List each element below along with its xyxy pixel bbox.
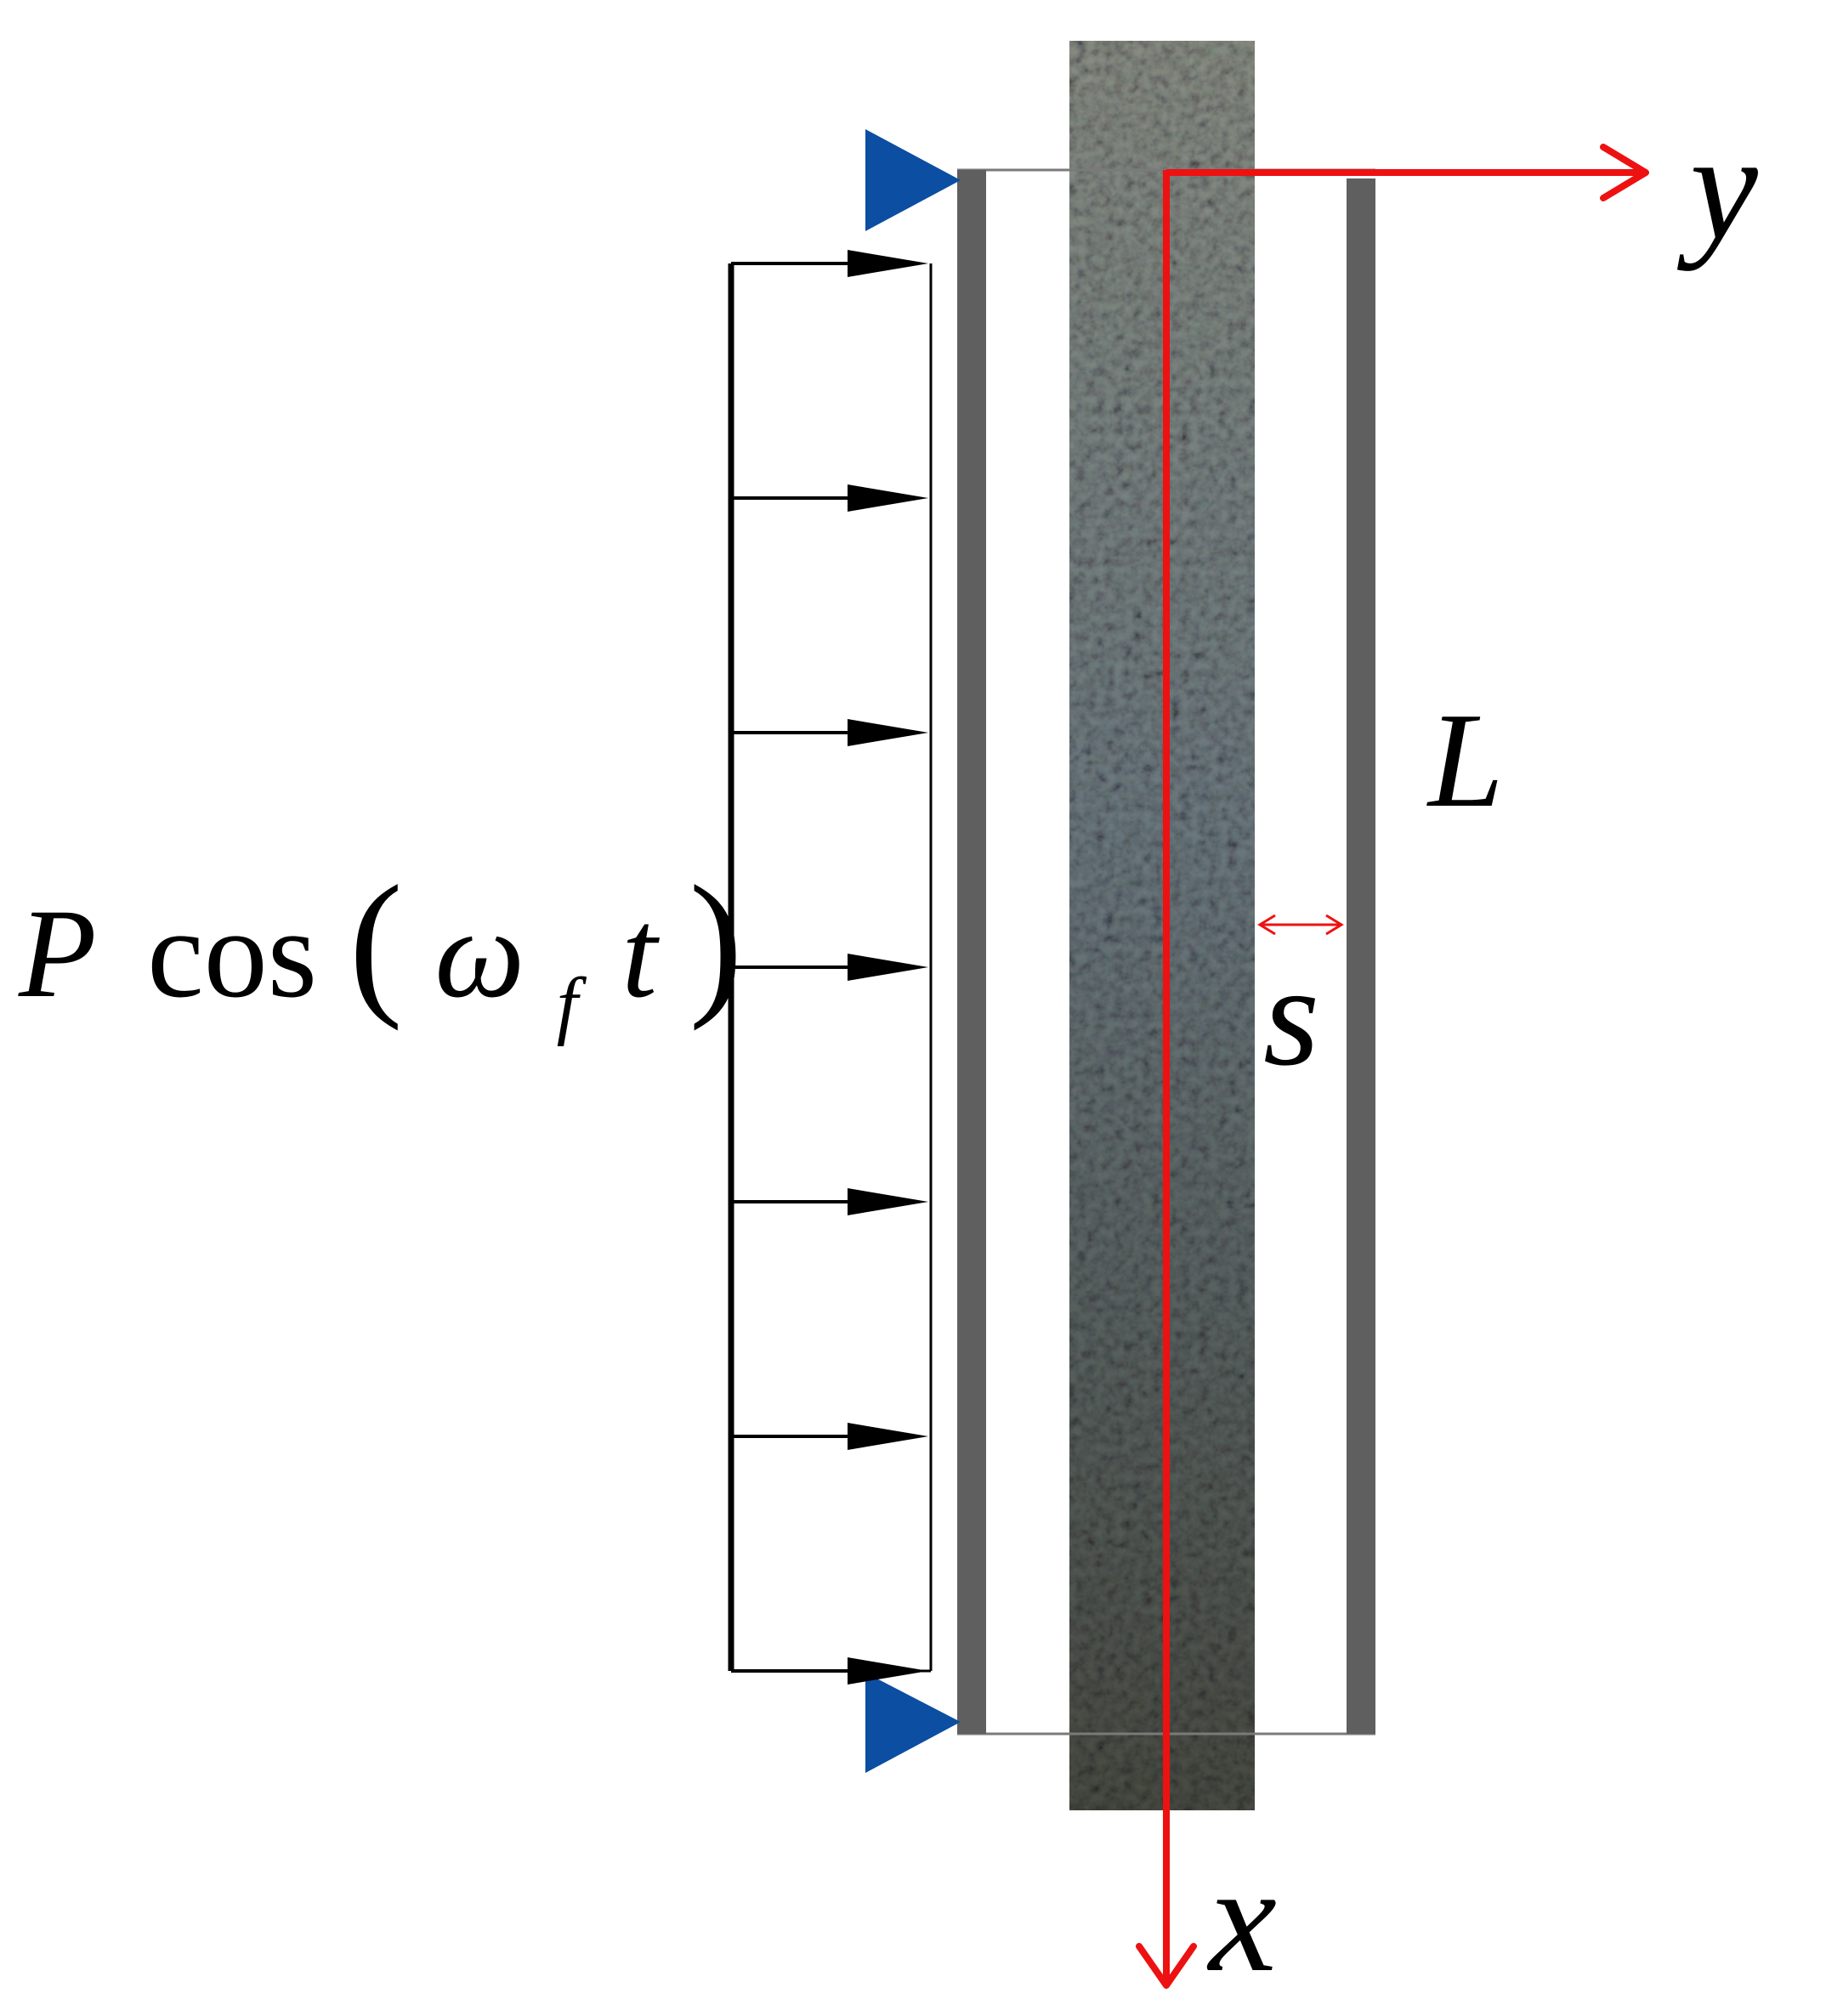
load-arrow-icon [731,484,928,512]
load-expression: P cos ( ω f t ) [18,853,743,1058]
housing [957,168,1375,1736]
load-amplitude-label: P [18,883,97,1024]
y-axis-arrowhead-icon [1600,144,1649,201]
load-arrow-icon [731,954,928,981]
load-omega-label: ω [434,883,525,1024]
housing-left-wall [957,170,986,1734]
support-triangle-bottom-icon [865,1673,961,1773]
gap-marker [1257,914,1344,936]
load-cos-label: cos [147,883,317,1024]
distributed-load [728,250,933,1685]
length-label: L [1426,684,1504,835]
load-arrows [731,250,928,1685]
load-right-paren: ) [689,853,743,1032]
coordinate-axes [1136,144,1649,1989]
gap-arrowhead-left-icon [1257,914,1276,936]
rod-body [1069,41,1255,1810]
load-arrow-icon [731,1188,928,1215]
load-arrow-icon [731,719,928,746]
supports [865,129,961,1773]
gap-arrowhead-right-icon [1325,914,1344,936]
load-left-paren: ( [349,853,403,1032]
load-frequency-subscript: f [557,963,587,1047]
housing-right-wall [1347,178,1375,1734]
load-arrow-icon [731,1423,928,1450]
rod [1069,41,1255,1810]
x-axis-arrowhead-icon [1136,1943,1197,1989]
y-axis-label: y [1676,102,1758,271]
support-triangle-top-icon [865,129,961,231]
load-time-label: t [621,883,660,1024]
x-axis-label: x [1206,1834,1277,2003]
labels: P cos ( ω f t ) y x L s [18,102,1758,2003]
gap-label: s [1263,936,1319,1096]
load-arrow-icon [731,250,928,277]
load-arrow-icon [731,1657,928,1685]
